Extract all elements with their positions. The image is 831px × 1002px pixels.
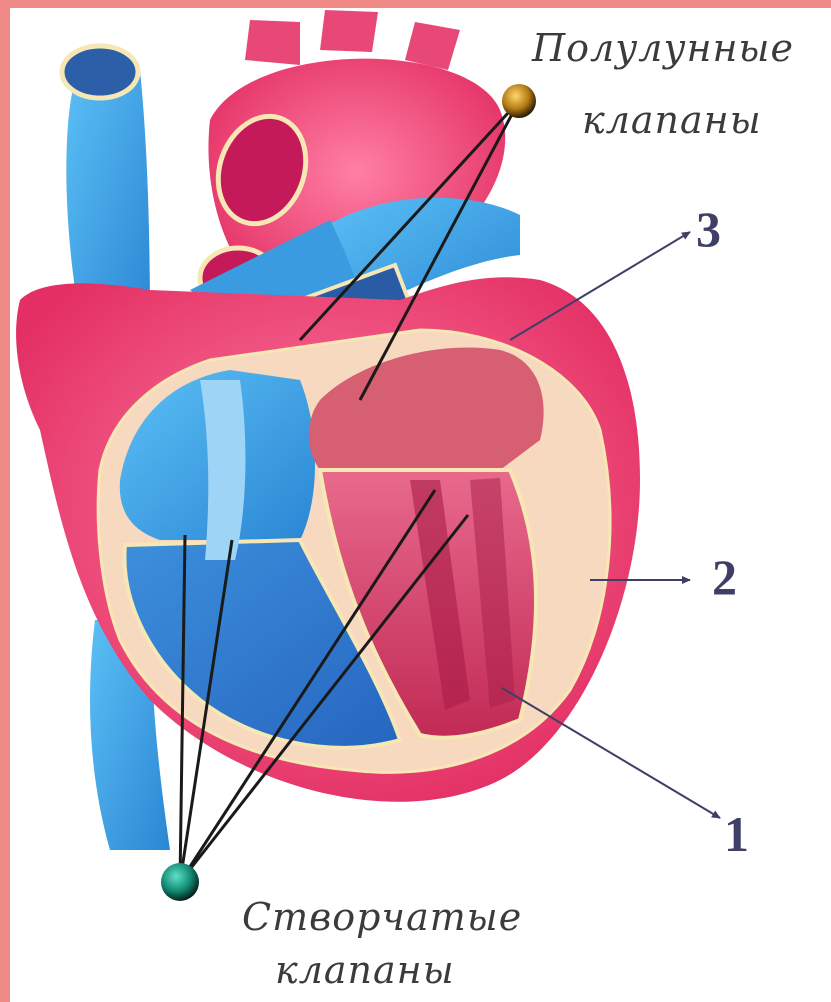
semilunar-valves-label-line2: клапаны: [582, 98, 762, 142]
label-number-2: 2: [712, 548, 737, 606]
semilunar-valve-marker: [502, 84, 536, 118]
label-number-3: 3: [696, 200, 721, 258]
leaflet-valves-label-line2: клапаны: [275, 948, 455, 992]
leaflet-valve-marker: [161, 863, 199, 901]
leaflet-valves-label-line1: Створчатые: [242, 895, 522, 939]
semilunar-valves-label-line1: Полулунные: [532, 26, 794, 70]
label-number-1: 1: [724, 805, 749, 863]
